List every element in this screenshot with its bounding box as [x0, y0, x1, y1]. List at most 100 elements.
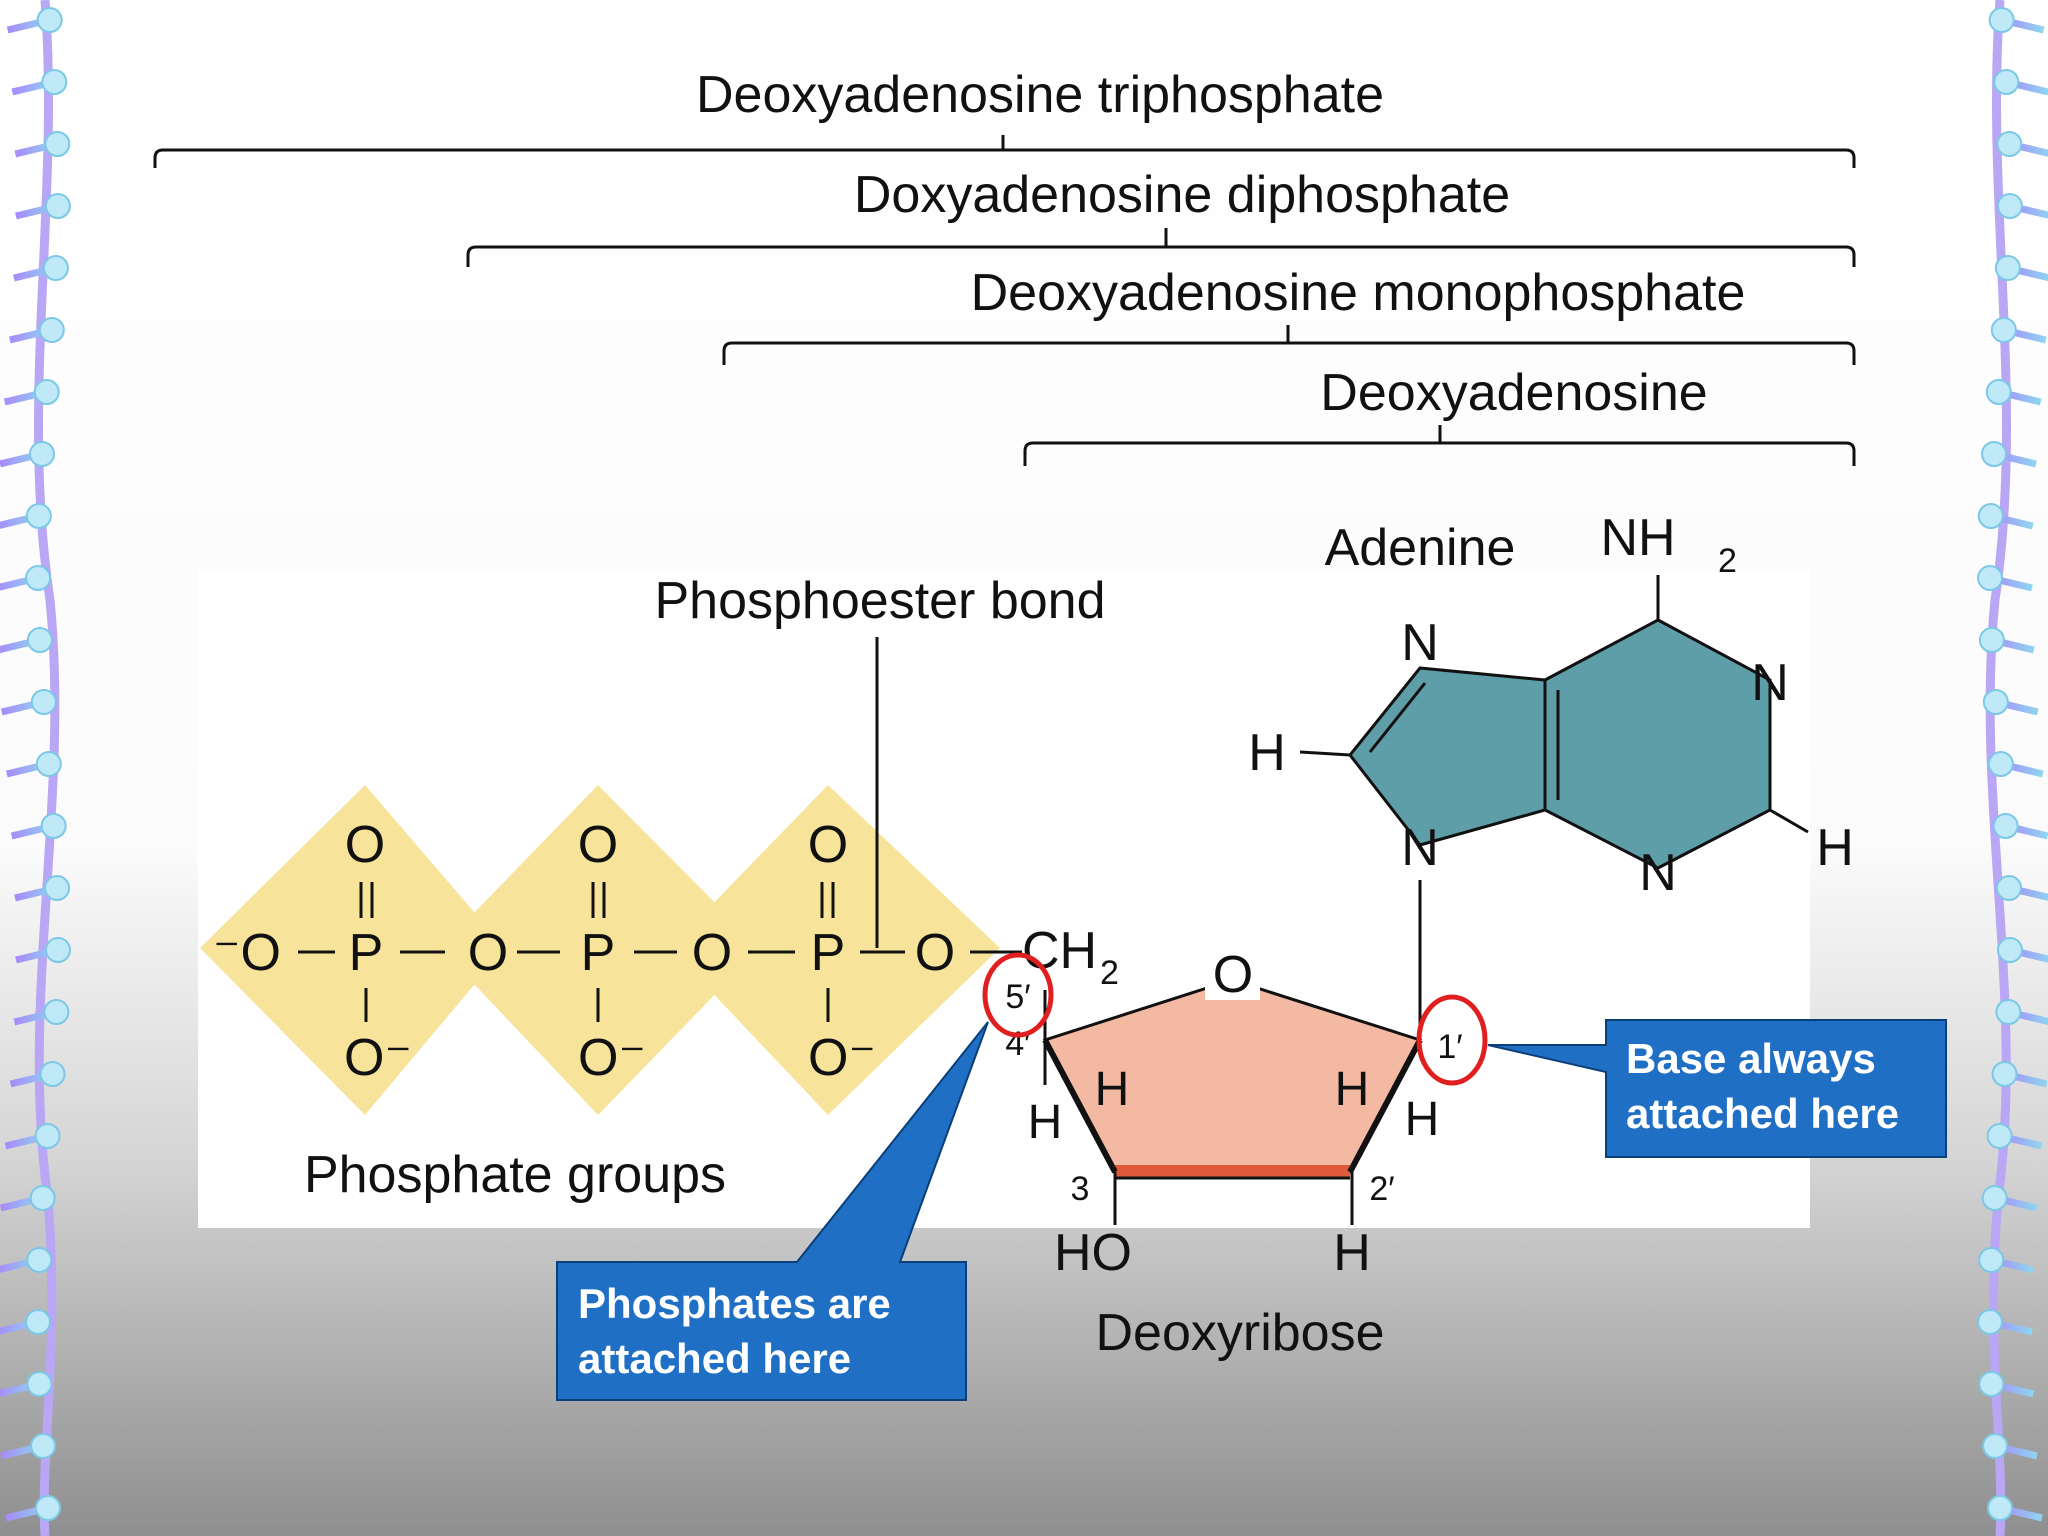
atom-o-ester: O [915, 924, 955, 982]
callout-phos-line1: Phosphates are [578, 1280, 891, 1327]
atom-p-3: P [811, 924, 846, 982]
dna-bead [1977, 565, 2004, 591]
dna-bead [1985, 379, 2012, 405]
dna-bead [33, 379, 60, 405]
atom-ch2-subscript: 2 [1100, 954, 1119, 992]
atom-o-minus-terminal: ⁻O [213, 924, 281, 982]
atom-ho: HO [1054, 1224, 1132, 1282]
atom-o-minus-1: O⁻ [344, 1029, 412, 1087]
bracket-diphosphate [466, 245, 1856, 267]
carbon-4: 4′ [1005, 1025, 1030, 1063]
carbon-numbers: 5′ 4′ 3 2′ 1′ [1005, 978, 1462, 1208]
atom-ring-o: O [1213, 946, 1253, 1004]
sugar-atoms: O H H H H HO H [1028, 946, 1440, 1282]
atom-o-top-2: O [578, 816, 618, 874]
right-dna-border [1977, 0, 2048, 1536]
dna-bead [43, 999, 70, 1025]
atom-nh2-subscript: 2 [1718, 542, 1737, 580]
dna-bead [30, 689, 57, 715]
dna-bead [1977, 1309, 2004, 1335]
atom-n3: N [1639, 844, 1677, 902]
atom-h-c8: H [1248, 724, 1286, 782]
phosphate-atoms: O O O ⁻O P O P O P O O⁻ O⁻ O⁻ CH 2 [213, 816, 1119, 1087]
dna-bead [1995, 999, 2022, 1025]
atom-o-minus-3: O⁻ [808, 1029, 876, 1087]
callout-base-line2: attached here [1626, 1090, 1899, 1137]
dna-bead [1991, 1061, 2018, 1087]
dna-bead [1981, 441, 2008, 467]
dna-bead [1995, 875, 2022, 901]
bracket-lines [153, 135, 1856, 466]
carbon-2: 2′ [1369, 1170, 1394, 1208]
dna-bead [26, 1371, 53, 1397]
callout-phosphates: Phosphates are attached here [556, 1021, 989, 1401]
dna-bead [35, 751, 62, 777]
highlight-1-prime [1416, 994, 1488, 1086]
dna-bead [1993, 69, 2020, 95]
dna-bead [30, 1433, 57, 1459]
dna-bead [1981, 1185, 2008, 1211]
bracket-monophosphate [722, 341, 1856, 365]
dna-bead [38, 317, 65, 343]
dna-bead [1987, 1495, 2014, 1521]
label-nucleoside: Deoxyadenosine [1320, 364, 1707, 422]
dna-bead [26, 627, 53, 653]
atom-p-2: P [581, 924, 616, 982]
dna-bead [1992, 813, 2019, 839]
dna-bead [34, 1123, 61, 1149]
atom-p-1: P [349, 924, 384, 982]
label-diphosphate: Doxyadenosine diphosphate [854, 166, 1510, 224]
adenine-atoms: N N N N H H NH 2 [1248, 509, 1854, 902]
dna-bead [36, 7, 63, 33]
dna-bead [39, 1061, 66, 1087]
carbon-3: 3 [1071, 1170, 1090, 1208]
atom-n7: N [1401, 614, 1439, 672]
left-dna-border [0, 0, 71, 1536]
phosphate-diamond-1 [200, 785, 505, 1115]
callout-base: Base always attached here [1487, 1019, 1947, 1158]
atom-o-top-1: O [345, 816, 385, 874]
dna-bead [25, 1309, 52, 1335]
deoxyribose-ring [1042, 978, 1423, 1180]
label-phosphoester-bond: Phosphoester bond [654, 572, 1105, 630]
dna-bead [25, 503, 52, 529]
callout-base-line1: Base always [1626, 1035, 1876, 1082]
label-adenine: Adenine [1325, 519, 1516, 577]
label-monophosphate: Deoxyadenosine monophosphate [971, 264, 1746, 322]
sugar-substituent-bonds [1043, 880, 1422, 1225]
dna-bead [44, 193, 71, 219]
dna-bead [1986, 1123, 2013, 1149]
dna-bead [42, 255, 69, 281]
dna-bead [1996, 937, 2023, 963]
dna-bead [1994, 255, 2021, 281]
dna-bead [29, 441, 56, 467]
label-deoxyribose: Deoxyribose [1095, 1304, 1384, 1362]
dna-bead [1987, 751, 2014, 777]
label-triphosphate: Deoxyadenosine triphosphate [696, 66, 1384, 124]
dna-bead [35, 1495, 62, 1521]
atom-h-c4: H [1028, 1096, 1063, 1149]
carbon-1: 1′ [1437, 1028, 1462, 1066]
atom-h-c2-adenine: H [1816, 819, 1854, 877]
atom-o-top-3: O [808, 816, 848, 874]
atom-n9: N [1401, 819, 1439, 877]
dna-bead [1988, 7, 2015, 33]
dna-bead [44, 937, 71, 963]
dna-bead [26, 1247, 53, 1273]
atom-nh2: NH [1600, 509, 1675, 567]
dna-bead [43, 875, 70, 901]
atom-o-bridge-2: O [692, 924, 732, 982]
callout-phos-line2: attached here [578, 1335, 851, 1382]
bracket-nucleoside [1023, 441, 1856, 466]
atom-h-c2-bottom: H [1333, 1224, 1371, 1282]
dna-bead [1982, 1433, 2009, 1459]
carbon-5: 5′ [1005, 978, 1030, 1016]
phosphate-diamond-2 [440, 785, 760, 1115]
atom-h-c3-top: H [1095, 1063, 1130, 1116]
dna-bead [40, 813, 67, 839]
dna-bead [1978, 627, 2005, 653]
dna-bead [1978, 1247, 2005, 1273]
dna-bead [1977, 503, 2004, 529]
dna-bead [29, 1185, 56, 1211]
